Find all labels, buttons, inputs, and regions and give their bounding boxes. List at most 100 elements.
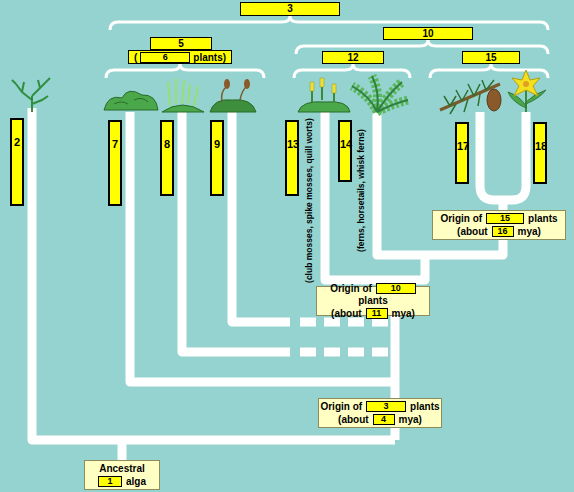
group-number-box: 10 bbox=[383, 27, 473, 40]
moss-capsule bbox=[244, 79, 250, 89]
moss-drawing bbox=[210, 100, 256, 112]
node-text: (about bbox=[331, 308, 362, 319]
group-number-box: 12 bbox=[322, 51, 384, 64]
group-number-box: 5 bbox=[150, 37, 212, 50]
lineage-number-bar: 14 bbox=[338, 120, 352, 182]
tree-lines bbox=[32, 108, 526, 462]
tree-branch bbox=[232, 112, 290, 322]
callout-number: 18 bbox=[535, 140, 545, 152]
hornwort-drawing bbox=[162, 105, 204, 112]
lineage-number-bar: 2 bbox=[10, 118, 24, 206]
callout-number: 7 bbox=[110, 138, 120, 150]
node-text: alga bbox=[126, 476, 146, 487]
ancestor-box: Ancestral alga 1 bbox=[84, 460, 160, 490]
node-text: mya) bbox=[399, 414, 422, 425]
callout-number: 13 bbox=[287, 138, 297, 150]
tree-branch bbox=[480, 112, 526, 200]
node-text: mya) bbox=[518, 226, 541, 237]
node-text: plants bbox=[528, 213, 557, 224]
number-box: 10 bbox=[376, 283, 416, 294]
hornwort-horns bbox=[168, 78, 198, 106]
callout-number: 15 bbox=[463, 52, 519, 63]
node-text: plants bbox=[358, 295, 387, 306]
origin-box: Origin ofplants (about mya) 10 11 bbox=[316, 286, 430, 316]
moss-capsule bbox=[224, 79, 230, 89]
node-text: (about bbox=[457, 226, 488, 237]
brackets bbox=[106, 16, 548, 78]
flower-center bbox=[523, 81, 529, 87]
callout-number: 15 bbox=[487, 214, 523, 223]
tree-branch-dashed bbox=[300, 348, 395, 357]
origin-box: Origin of plants (about mya) 3 4 bbox=[318, 398, 442, 428]
callout-number: 6 bbox=[141, 53, 189, 62]
clubmoss-stalks bbox=[312, 86, 334, 102]
plant-drawings bbox=[12, 70, 546, 114]
callout-number: 10 bbox=[377, 284, 415, 293]
lineage-number-bar: 13 bbox=[285, 120, 299, 196]
callout-number: 14 bbox=[340, 138, 350, 150]
tree-branch bbox=[118, 440, 127, 462]
callout-number: 11 bbox=[367, 309, 387, 318]
node-text: ( bbox=[134, 52, 137, 63]
node-text: Origin of bbox=[320, 401, 362, 412]
callout-number: 17 bbox=[457, 140, 467, 152]
moss-stalks bbox=[222, 86, 247, 102]
node-text: plants bbox=[410, 401, 439, 412]
number-box: 16 bbox=[492, 226, 514, 237]
fern-fronds bbox=[352, 76, 408, 112]
callout-number: 10 bbox=[384, 28, 472, 39]
node-text: (about bbox=[338, 414, 369, 425]
conifer-needles bbox=[444, 80, 494, 114]
origin-box: Origin of plants (about mya) 15 16 bbox=[432, 210, 566, 240]
callout-number: 16 bbox=[493, 227, 513, 236]
node-text: Ancestral bbox=[99, 463, 145, 474]
callout-number: 1 bbox=[99, 477, 121, 486]
group-bracket bbox=[110, 16, 548, 30]
liverwort-detail bbox=[114, 98, 148, 104]
callout-number: 9 bbox=[212, 138, 222, 150]
callout-number: 4 bbox=[374, 415, 394, 424]
pine-cone bbox=[487, 89, 501, 111]
lineage-number-bar: 7 bbox=[108, 120, 122, 206]
callout-number: 8 bbox=[162, 138, 172, 150]
node-text: Origin of bbox=[330, 283, 372, 294]
lineage-number-bar: 8 bbox=[160, 120, 174, 196]
number-box: 15 bbox=[486, 213, 524, 224]
number-box: 3 bbox=[366, 401, 406, 412]
callout-number: 12 bbox=[323, 52, 383, 63]
number-box: 6 bbox=[140, 52, 190, 63]
callout-number: 5 bbox=[151, 38, 211, 49]
group-number-box: 15 bbox=[462, 51, 520, 64]
tree-branch bbox=[130, 112, 395, 382]
lineage-number-bar: 9 bbox=[210, 120, 224, 196]
number-box: 1 bbox=[98, 476, 122, 487]
clubmoss-cones bbox=[310, 78, 336, 93]
group-bracket bbox=[294, 64, 410, 78]
callout-number: 3 bbox=[367, 402, 405, 411]
node-text: Origin of bbox=[440, 213, 482, 224]
group-members-label: (ferns, horsetails, whisk ferns) bbox=[356, 120, 367, 260]
callout-number: 3 bbox=[241, 3, 339, 15]
clubmoss-drawing bbox=[298, 102, 350, 112]
alga-drawing bbox=[12, 78, 50, 112]
group-number-box: 3 bbox=[240, 2, 340, 16]
lineage-number-bar: 17 bbox=[455, 122, 469, 184]
fern-leaflets bbox=[352, 76, 408, 112]
flower-leaves bbox=[508, 90, 546, 108]
callout-number: 2 bbox=[12, 136, 22, 148]
flower-petals bbox=[512, 70, 540, 96]
tree-branch bbox=[182, 112, 290, 352]
group-bracket bbox=[430, 64, 548, 78]
node-text: mya) bbox=[392, 308, 415, 319]
tree-branch bbox=[32, 108, 395, 440]
node-text: plants) bbox=[193, 52, 226, 63]
number-box: 4 bbox=[373, 414, 395, 425]
group-bracket bbox=[106, 64, 264, 78]
liverwort-drawing bbox=[104, 91, 158, 110]
lineage-number-bar: 18 bbox=[533, 122, 547, 184]
group-members-label: (club mosses, spike mosses, quill worts) bbox=[304, 110, 315, 290]
